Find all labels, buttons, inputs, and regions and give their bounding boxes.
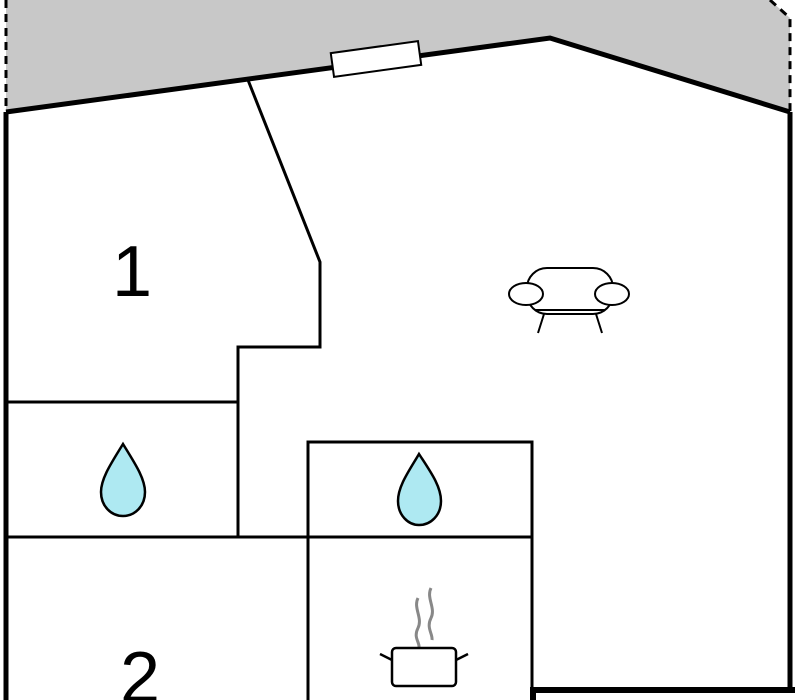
bottom-right-wall bbox=[530, 687, 795, 700]
wall-bathroom-2 bbox=[306, 440, 534, 700]
sofa-icon bbox=[508, 267, 630, 334]
wall-bedroom-1 bbox=[236, 79, 322, 537]
window bbox=[329, 40, 423, 78]
outer-walls bbox=[3, 35, 795, 700]
top-wall bbox=[5, 35, 791, 115]
cooking-pot-icon bbox=[379, 587, 469, 688]
water-drop-icon bbox=[99, 441, 147, 518]
room-label-2: 2 bbox=[120, 638, 160, 700]
terrace-dashed-edge bbox=[4, 0, 792, 112]
water-drop-icon bbox=[396, 451, 443, 527]
interior-walls bbox=[6, 79, 534, 700]
room-label-1: 1 bbox=[112, 232, 152, 312]
